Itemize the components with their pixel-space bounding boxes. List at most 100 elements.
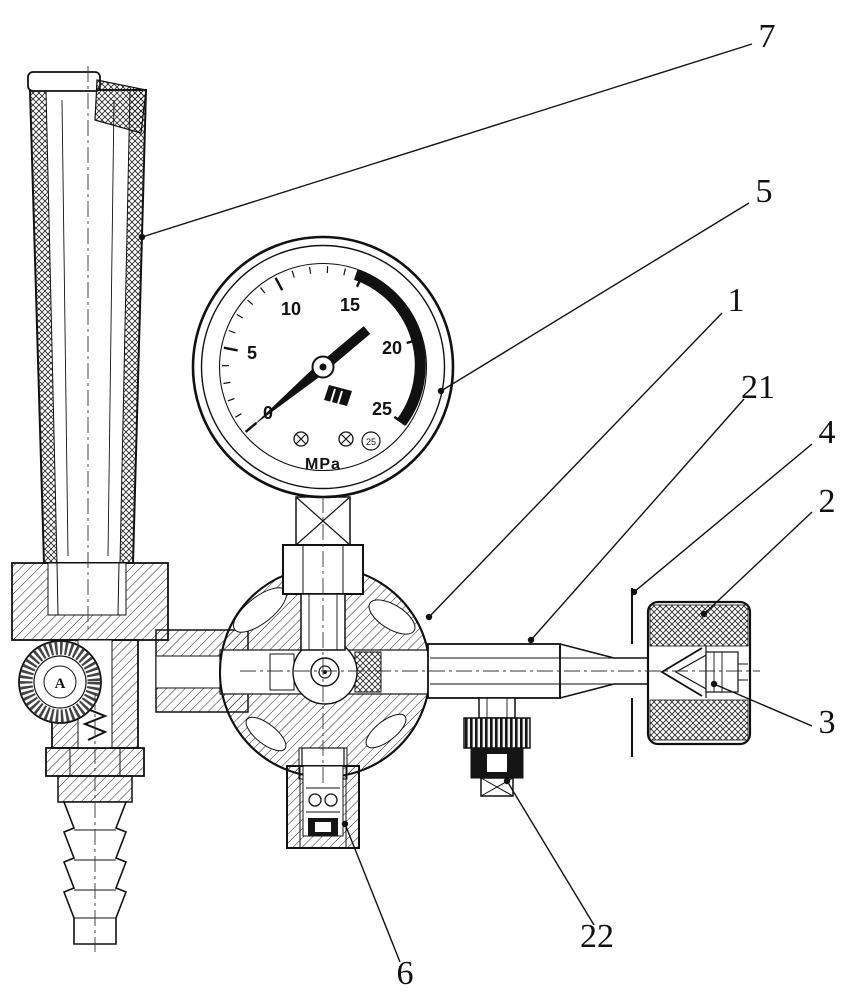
- flowmeter-inner-cone: [61, 99, 115, 557]
- flowmeter-top-cap: [27, 71, 101, 92]
- leader-5-line: [440, 202, 750, 392]
- leader-7-dot: [138, 233, 146, 241]
- callout-22: 22: [580, 918, 614, 955]
- inlet-nut-hatch-top: [649, 604, 749, 647]
- plug-knurled-band: [463, 717, 531, 749]
- sv-cap-slot: [315, 822, 331, 832]
- pressure-gauge: 0 5 10 15 20 25 25 MPa: [191, 235, 455, 499]
- neck-hex-facets: [302, 545, 344, 594]
- gauge-major-tick: [223, 346, 238, 352]
- gauge-minor-tick: [227, 397, 235, 402]
- gauge-screw-left: [293, 431, 309, 447]
- gauge-unit-label: MPa: [305, 456, 341, 473]
- hp-plug-fitting: [463, 697, 531, 797]
- gauge-minor-tick: [228, 329, 236, 334]
- gauge-redline-arc: [353, 269, 426, 426]
- barb-profile: [62, 801, 128, 945]
- callout-6: 6: [397, 955, 414, 992]
- body-slot-upper-right: [368, 599, 416, 635]
- gauge-minor-tick: [309, 266, 312, 274]
- callout-labels: 7 5 1 21 4 2 3 22 6: [397, 18, 836, 992]
- leader-5-dot: [437, 387, 445, 395]
- gauge-rating-label: 25: [366, 437, 376, 447]
- leader-22-line: [506, 780, 595, 926]
- leader-2-dot: [700, 610, 708, 618]
- leader-dots: [138, 233, 718, 828]
- flowmeter-valve-body: A: [11, 562, 257, 945]
- plug-stem-lines: [486, 698, 508, 718]
- callout-1: 1: [728, 282, 745, 319]
- gauge-minor-tick: [408, 405, 415, 410]
- gauge-major-tick: [274, 277, 284, 291]
- leader-4-line: [633, 443, 813, 593]
- body-slot-lower-right: [365, 713, 407, 749]
- sv-ball-left: [308, 793, 322, 807]
- flow-adjust-knob: A: [18, 640, 102, 724]
- gauge-minor-tick: [416, 356, 424, 359]
- sv-ball-right: [324, 793, 338, 807]
- neck-stem: [300, 593, 346, 651]
- tube-seat-bore: [47, 562, 127, 616]
- flowmeter-top-nut: [94, 79, 147, 134]
- gauge-tick-label-20: 20: [382, 338, 402, 358]
- centerlines: [87, 66, 760, 952]
- gauge-tick-label-5: 5: [247, 343, 257, 363]
- gauge-logo-slashes: [330, 388, 343, 405]
- gauge-tick-label-10: 10: [281, 299, 301, 319]
- gauge-rating-circle: [361, 431, 381, 451]
- callout-2: 2: [819, 483, 836, 520]
- gauge-tick-label-25: 25: [372, 399, 392, 419]
- gauge-major-tick: [393, 415, 407, 426]
- gauge-minor-tick: [291, 270, 295, 278]
- flowmeter-tube: [27, 71, 148, 564]
- gauge-minor-tick: [398, 306, 405, 312]
- leader-21-dot: [527, 636, 535, 644]
- knob-hub: [43, 665, 77, 699]
- gauge-minor-tick: [260, 287, 266, 294]
- gauge-minor-tick: [373, 282, 379, 289]
- leader-21-line: [530, 398, 745, 641]
- leader-1-dot: [425, 613, 433, 621]
- leader-3-dot: [710, 680, 718, 688]
- leader-2-line: [703, 511, 813, 615]
- gauge-minor-tick: [416, 373, 424, 376]
- gauge-minor-tick: [407, 321, 414, 327]
- gauge-minor-tick: [247, 299, 254, 306]
- leader-1-line: [428, 312, 723, 618]
- leader-4-dot: [630, 588, 638, 596]
- gauge-minor-tick: [223, 381, 231, 385]
- hose-nut-facets: [69, 748, 121, 776]
- piston-insert: [269, 653, 295, 691]
- callout-7: 7: [759, 18, 776, 55]
- pipe-bore-lines: [430, 657, 652, 685]
- leader-6-line: [344, 823, 401, 963]
- leader-7-line: [141, 43, 753, 238]
- gauge-minor-tick: [387, 293, 393, 300]
- gauge-minor-tick: [343, 268, 346, 276]
- gauge-needle: [252, 366, 322, 427]
- neck-stem-lines: [308, 594, 338, 650]
- callout-3: 3: [819, 704, 836, 741]
- inlet-pipe-assembly: [427, 588, 752, 757]
- body-slot-lower-left: [245, 716, 287, 752]
- knob-knurled-ring: [19, 641, 101, 723]
- gauge-tick-marks: [221, 266, 424, 433]
- callout-5: 5: [756, 173, 773, 210]
- inlet-nut-hatch-bottom: [649, 699, 749, 741]
- neck-cross-lines: [295, 496, 351, 546]
- gauge-needle-tail: [325, 326, 371, 366]
- leader-22-dot: [503, 777, 511, 785]
- gauge-major-tick: [406, 338, 421, 345]
- gauge-minor-tick: [235, 413, 242, 418]
- tube-seat-lines: [56, 562, 120, 616]
- leader-3-line: [713, 683, 813, 727]
- gauge-hub-dot: [319, 363, 327, 371]
- gauge-major-tick: [355, 273, 364, 288]
- leader-lines: [141, 43, 813, 963]
- plug-body-slot: [487, 754, 507, 772]
- knob-letter: A: [55, 676, 66, 692]
- gauge-tick-label-15: 15: [340, 295, 360, 315]
- callout-21: 21: [741, 369, 775, 406]
